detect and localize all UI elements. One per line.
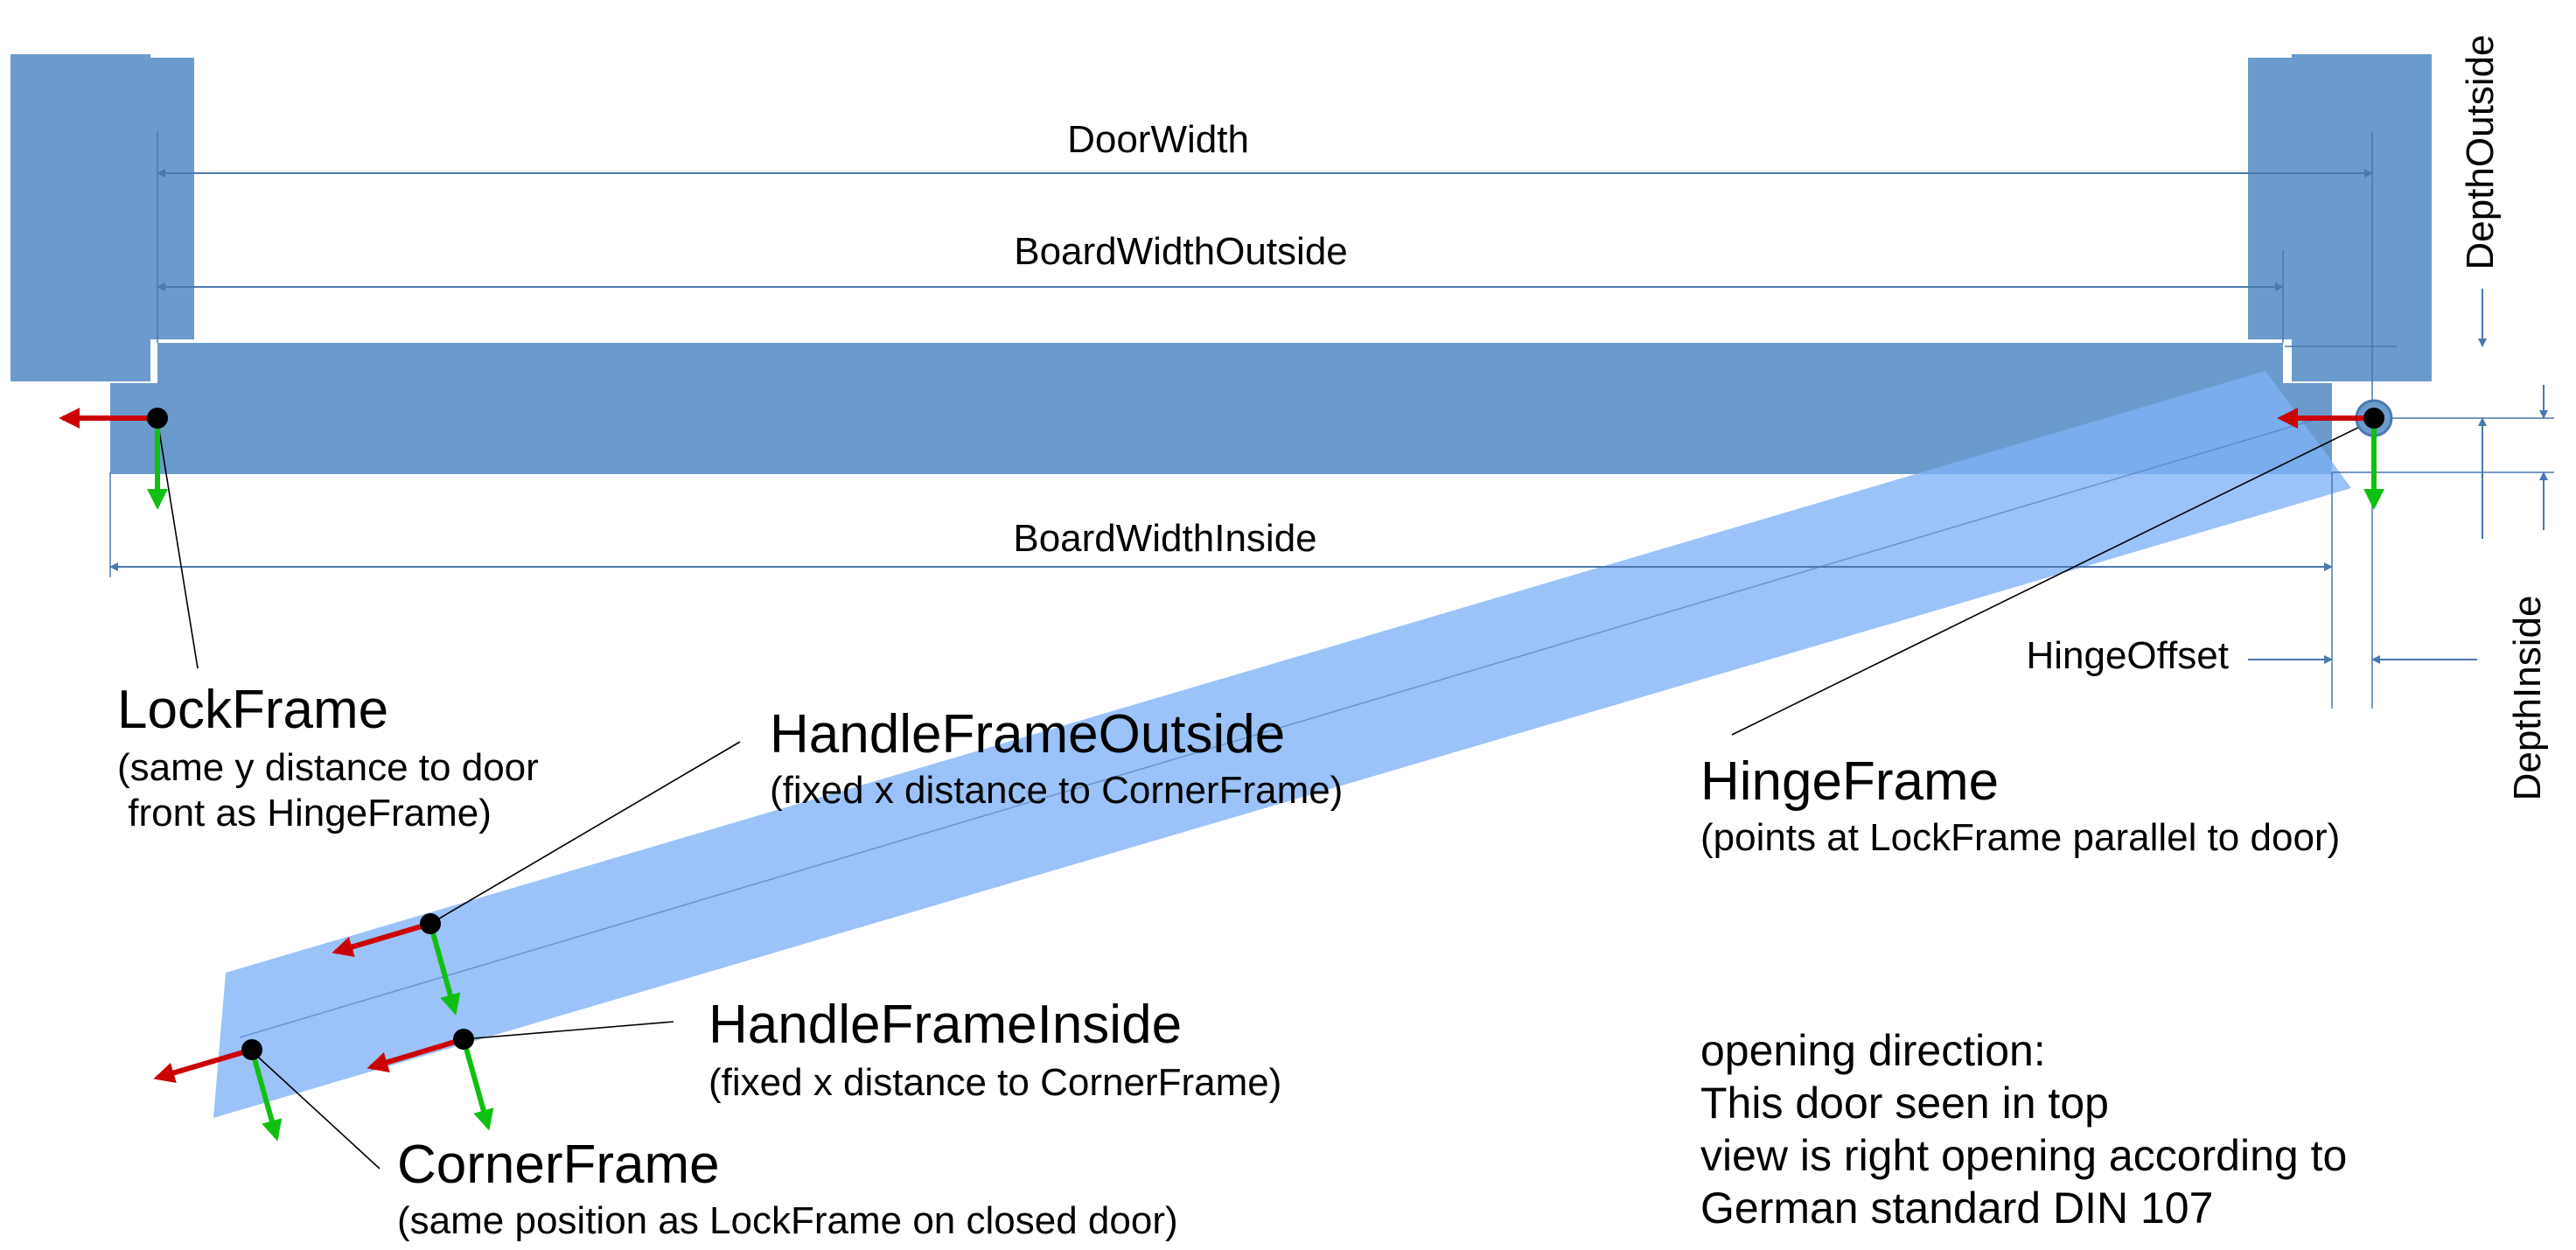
opening-note-line4: German standard DIN 107 (1700, 1184, 2213, 1233)
opening-note-line3: view is right opening according to (1700, 1131, 2347, 1180)
board-width-inside-label: BoardWidthInside (1013, 517, 1316, 560)
hinge-frame-marker (2277, 399, 2393, 510)
left-wall (10, 54, 194, 381)
lock-frame-desc-line2: front as HingeFrame) (117, 792, 492, 834)
hinge-frame-desc: (points at LockFrame parallel to door) (1700, 816, 2340, 859)
depth-outside-label: DepthOutside (2459, 34, 2502, 269)
handle-frame-outside-y-axis (428, 923, 461, 1016)
corner-frame-marker (153, 1039, 283, 1142)
handle-frame-inside-marker (367, 1029, 494, 1131)
handle-frame-outside-point (420, 913, 441, 934)
opening-note-line1: opening direction: (1700, 1026, 2046, 1075)
handle-frame-inside-y-axis (461, 1038, 494, 1131)
lock-frame-title: LockFrame (117, 680, 388, 740)
hinge-frame-point (2363, 408, 2384, 429)
handle-frame-inside-desc: (fixed x distance to CornerFrame) (709, 1061, 1281, 1104)
leader-lines (157, 416, 2382, 1170)
corner-frame-point (241, 1039, 262, 1060)
handle-frame-outside-desc: (fixed x distance to CornerFrame) (770, 769, 1343, 812)
closed-door (110, 343, 2332, 474)
open-door (213, 371, 2351, 1118)
hinge-frame-title: HingeFrame (1700, 751, 1999, 812)
lock-frame-desc-line1: (same y distance to door (117, 746, 539, 789)
depth-inside-label: DepthInside (2506, 596, 2549, 801)
right-wall (2248, 54, 2432, 381)
handle-frame-inside-point (453, 1029, 474, 1050)
handle-frame-inside-title: HandleFrameInside (709, 995, 1182, 1055)
handle-frame-outside-title: HandleFrameOutside (770, 704, 1285, 765)
lock-frame-point (147, 408, 168, 429)
corner-frame-y-axis (249, 1049, 283, 1142)
board-width-outside-label: BoardWidthOutside (1014, 230, 1348, 273)
corner-frame-x-axis (153, 1047, 253, 1084)
corner-frame-desc: (same position as LockFrame on closed do… (397, 1199, 1178, 1242)
handle-frame-outside-marker (332, 913, 461, 1016)
dimension-lines (109, 169, 2548, 664)
door-width-label: DoorWidth (1067, 118, 1249, 161)
corner-frame-title: CornerFrame (397, 1135, 720, 1195)
lock-frame-marker (59, 408, 168, 510)
handle-frame-outside-x-axis (332, 921, 431, 958)
handle-frame-inside-x-axis (367, 1037, 464, 1072)
opening-note-line2: This door seen in top (1700, 1079, 2109, 1128)
hinge-offset-label: HingeOffset (2026, 634, 2229, 677)
